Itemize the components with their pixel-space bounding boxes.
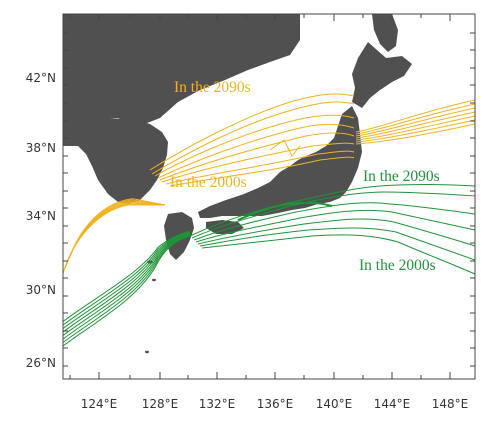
x-tick-label: 148°E — [432, 397, 469, 411]
current-path-line — [151, 101, 355, 175]
current-path-line — [195, 209, 475, 243]
hokkaido — [352, 42, 412, 108]
current-path-line — [157, 123, 355, 179]
current-path-line — [269, 139, 301, 157]
y-tick-label: 34°N — [26, 209, 56, 223]
current-path-line — [154, 114, 355, 177]
current-path-line — [63, 230, 191, 322]
current-path-line — [159, 132, 355, 181]
current-path-line — [193, 202, 475, 241]
current-path-line — [355, 115, 475, 141]
current-path-line — [201, 234, 475, 275]
current-path-line — [355, 107, 475, 137]
green-current-paths — [63, 184, 475, 347]
current-path-line — [191, 191, 475, 239]
current-path-line — [189, 184, 475, 237]
current-path-line — [63, 233, 191, 336]
current-path-line — [169, 156, 355, 187]
y-tick-label: 26°N — [26, 356, 56, 370]
x-tick-label: 136°E — [257, 397, 294, 411]
annotation-yellow-2000s: In the 2000s — [170, 174, 247, 191]
x-tick-label: 144°E — [374, 397, 411, 411]
y-tick-label: 42°N — [26, 71, 56, 85]
y-tick-label: 30°N — [26, 283, 56, 297]
sakhalin — [372, 14, 398, 52]
land-layer — [63, 14, 412, 354]
island — [145, 350, 149, 354]
current-path-line — [72, 198, 166, 250]
current-path-line — [63, 231, 191, 326]
current-path-line — [355, 123, 475, 145]
x-tick-label: 132°E — [199, 397, 236, 411]
x-tick-label: 128°E — [142, 397, 179, 411]
current-path-line — [355, 111, 475, 139]
current-path-line — [355, 99, 475, 133]
x-tick-label: 124°E — [81, 397, 118, 411]
current-path-line — [63, 234, 191, 340]
honshu — [198, 106, 362, 218]
y-tick-label: 38°N — [26, 141, 56, 155]
annotation-yellow-2090s: In the 2090s — [174, 79, 251, 96]
current-path-line — [63, 232, 191, 333]
island — [152, 278, 156, 282]
x-tick-label: 140°E — [316, 397, 353, 411]
current-path-line — [165, 150, 355, 185]
map-frame — [62, 13, 476, 380]
annotation-green-2000s: In the 2000s — [359, 257, 436, 274]
current-path-line — [63, 235, 191, 347]
current-path-line — [355, 103, 475, 135]
current-path-line — [237, 201, 333, 221]
annotation-green-2090s: In the 2090s — [363, 168, 440, 185]
current-path-line — [199, 227, 475, 261]
yellow-current-paths — [63, 93, 475, 275]
current-path-line — [63, 234, 191, 343]
current-path-line — [355, 119, 475, 143]
korean-peninsula — [63, 118, 168, 204]
current-path-line — [197, 218, 475, 247]
current-path-line — [149, 93, 355, 171]
current-path-line — [161, 142, 355, 183]
shikoku — [206, 220, 244, 234]
current-path-line — [63, 232, 191, 329]
axis-ticks — [63, 14, 475, 379]
asia-mainland — [63, 14, 300, 125]
